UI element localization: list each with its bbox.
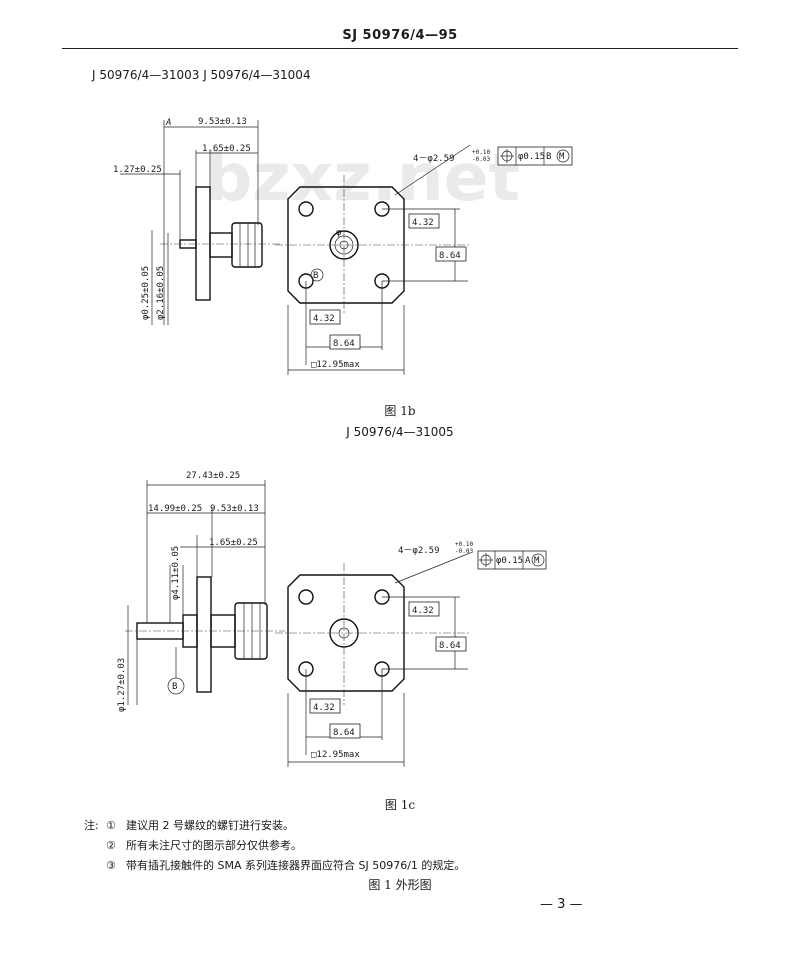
note-marker: ③ (106, 859, 116, 872)
fig1c-dim-v-large: 8.64 (439, 641, 461, 651)
note-marker: ① (106, 819, 116, 832)
fig1c-dim-body: 14.99±0.25 (148, 504, 202, 514)
fig1b-tolerance-frame (497, 146, 573, 166)
fig1c-hole-tol-lower: -0.03 (455, 548, 473, 555)
fig1b-hole-tol-upper: +0.10 (472, 149, 490, 156)
fig1c-side-view (125, 480, 285, 705)
note-item-2: ② 所有未注尺寸的图示部分仅供参考。 (84, 837, 302, 853)
fig1c-dim-h-small: 4.32 (313, 703, 335, 713)
fig1c-tol-datum: A (525, 556, 531, 566)
fig1b-dim-h-small: 4.32 (313, 314, 335, 324)
fig1c-tolerance-frame (477, 550, 547, 570)
note-text: 建议用 2 号螺纹的螺钉进行安装。 (126, 819, 294, 832)
fig1b-dim-v-large: 8.64 (439, 251, 461, 261)
figure-1b-drawing: bzxz.net A 9.53±0.13 1.65±0.25 1.27±0.25… (113, 117, 573, 375)
fig1b-datum-a: A (165, 118, 171, 128)
fig1b-hole-tol-lower: -0.03 (472, 156, 490, 163)
fig1b-dim-dia-pin: φ0.25±0.05 (141, 266, 151, 320)
note-marker: ② (106, 839, 116, 852)
fig1c-front-view (275, 552, 471, 767)
note-item-3: ③ 带有插孔接触件的 SMA 系列连接器界面应符合 SJ 50976/1 的规定。 (84, 857, 465, 873)
fig1c-tol-modifier: M (534, 556, 540, 566)
watermark: bzxz.net (205, 139, 520, 216)
figure-1-caption: 图 1 外形图 (368, 878, 432, 892)
fig1b-hole-callout: 4－φ2.59 (413, 154, 455, 164)
note-text: 所有未注尺寸的图示部分仅供参考。 (126, 839, 302, 852)
note-item-1: 注: ① 建议用 2 号螺纹的螺钉进行安装。 (84, 817, 294, 833)
fig1c-dim-square: □12.95max (311, 750, 360, 760)
figure-1c-drawing: 27.43±0.25 14.99±0.25 9.53±0.13 1.65±0.2… (117, 471, 547, 767)
fig1c-hole-tol-upper: +0.10 (455, 541, 473, 548)
fig1b-dim-flange: 1.65±0.25 (202, 144, 251, 154)
notes-prefix: 注: (84, 819, 99, 832)
fig1b-front-view (275, 144, 471, 375)
part-numbers-line-2: J 50976/4—31005 (346, 425, 454, 439)
fig1c-dim-overall: 27.43±0.25 (186, 471, 240, 481)
fig1c-dim-v-small: 4.32 (412, 606, 434, 616)
fig1b-tol-value: φ0.15 (518, 152, 545, 162)
page-number: — 3 — (540, 897, 583, 912)
fig1b-datum-b: B (313, 271, 318, 281)
fig1c-dim-dia-body: φ4.11±0.05 (171, 546, 181, 600)
fig1b-center-mark: φ (336, 228, 342, 238)
fig1b-dim-overall: 9.53±0.13 (198, 117, 247, 127)
fig1b-dim-square: □12.95max (311, 360, 360, 370)
part-numbers-line-1: J 50976/4—31003 J 50976/4—31004 (92, 68, 311, 82)
fig1b-tol-modifier: M (559, 152, 565, 162)
fig1c-dim-flange: 1.65±0.25 (209, 538, 258, 548)
fig1b-dim-v-small: 4.32 (412, 218, 434, 228)
fig1c-tol-value: φ0.15 (496, 556, 523, 566)
fig1b-dim-pin: 1.27±0.25 (113, 165, 162, 175)
fig1c-dim-h-large: 8.64 (333, 728, 355, 738)
fig1b-tol-datum: B (546, 152, 551, 162)
fig1c-dim-flange-pos: 9.53±0.13 (210, 504, 259, 514)
figure-1c-caption: 图 1c (384, 798, 416, 812)
fig1b-dim-h-large: 8.64 (333, 339, 355, 349)
fig1c-dim-dia-pin: φ1.27±0.03 (117, 658, 127, 712)
fig1b-side-view (120, 120, 280, 325)
standard-code-header: SJ 50976/4—95 (342, 28, 458, 43)
fig1b-dim-dia-body: φ2.16±0.05 (156, 266, 166, 320)
fig1c-datum-b: B (172, 682, 177, 692)
figure-1b-caption: 图 1b (384, 404, 416, 418)
fig1c-hole-callout: 4－φ2.59 (398, 546, 440, 556)
note-text: 带有插孔接触件的 SMA 系列连接器界面应符合 SJ 50976/1 的规定。 (126, 859, 466, 872)
header-rule (62, 48, 738, 49)
